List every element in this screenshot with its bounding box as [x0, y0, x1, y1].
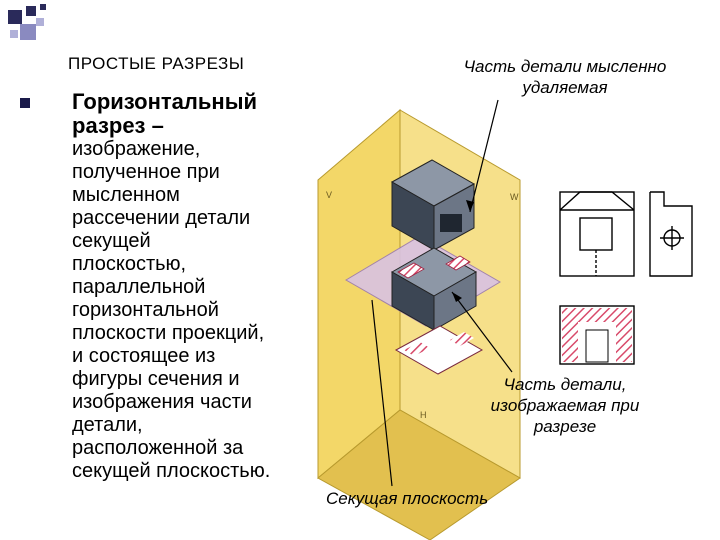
h-hatch-1	[404, 342, 430, 356]
label-shown-part: Часть детали, изображаемая при разрезе	[490, 375, 640, 436]
plane-h	[317, 409, 521, 540]
definition-heading: Горизонтальный разрез –	[72, 89, 258, 138]
label-cutting-plane: Секущая плоскость	[326, 489, 489, 508]
plane-h-label: H	[420, 410, 427, 420]
section-hatch-1	[397, 262, 425, 279]
part-upper-slot	[440, 214, 462, 232]
side-view	[649, 191, 693, 277]
slide-title: ПРОСТЫЕ РАЗРЕЗЫ	[68, 54, 245, 73]
top-view-section	[559, 305, 635, 365]
leader-lines	[371, 99, 513, 487]
section-hatch-2	[445, 255, 471, 271]
definition-body: изображение, полученное при мысленном ра…	[72, 138, 271, 482]
h-hatch-2	[450, 332, 474, 346]
part-lower-right	[433, 271, 477, 331]
plane-v-label: V	[326, 190, 332, 200]
bullet-marker	[20, 98, 30, 108]
corner-decoration	[8, 4, 46, 40]
label-removed-part: Часть детали мысленно удаляемая	[463, 57, 667, 97]
front-view	[559, 191, 635, 277]
isometric-illustration: V W H	[317, 108, 521, 540]
plane-w-label: W	[510, 192, 519, 202]
